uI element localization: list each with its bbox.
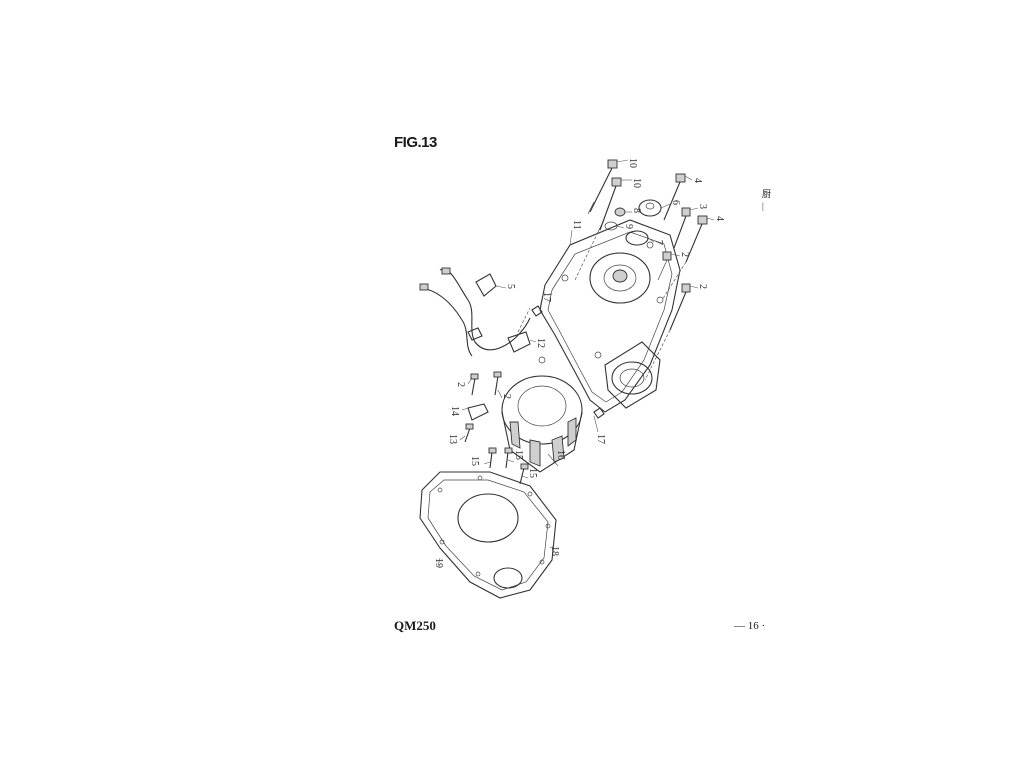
model-name: QM250 xyxy=(394,618,436,633)
figure-title: FIG.13 xyxy=(394,134,437,151)
callout-label: 16 xyxy=(555,450,566,460)
callout-label: 15 xyxy=(513,450,524,460)
callout-label: 2 xyxy=(455,382,466,387)
callout-label: 9 xyxy=(623,224,634,229)
page-number: — 16 · xyxy=(734,620,766,632)
callout-label: 17 xyxy=(595,434,606,444)
wiring-harness xyxy=(419,267,531,357)
callout-label: 2 xyxy=(501,394,512,399)
callout-label: 11 xyxy=(571,220,582,230)
callout-label: 4 xyxy=(692,178,703,183)
small-fasteners xyxy=(464,305,605,485)
long-bolts xyxy=(574,159,708,381)
leader-lines xyxy=(437,159,715,567)
callout-label: 8 xyxy=(631,208,642,213)
callout-label: 18 xyxy=(549,546,560,556)
callout-label: 2 xyxy=(679,252,690,257)
edge-mark: 厨 | xyxy=(762,189,772,211)
callout-label: 2 xyxy=(697,284,708,289)
callout-label: 5 xyxy=(505,284,516,289)
callout-label: 10 xyxy=(631,178,642,188)
callout-label: 19 xyxy=(433,558,444,568)
callout-label: 3 xyxy=(697,204,708,209)
callout-label: 15 xyxy=(527,468,538,478)
callout-numbers: 10 10 4 6 8 9 3 4 7 11 2 2 5 17 12 2 2 1… xyxy=(433,158,725,568)
callout-label: 14 xyxy=(449,406,460,416)
crankcase-cover xyxy=(539,219,681,413)
callout-label: 13 xyxy=(447,434,458,444)
stator xyxy=(501,356,583,473)
callout-label: 6 xyxy=(670,200,681,205)
gasket xyxy=(419,471,557,599)
plug-and-washers xyxy=(604,199,662,246)
exploded-parts-diagram: 10 10 4 6 8 9 3 4 7 11 2 2 5 17 12 2 2 1… xyxy=(419,158,725,599)
callout-label: 12 xyxy=(535,338,546,348)
callout-label: 17 xyxy=(541,292,552,302)
callout-label: 15 xyxy=(469,456,480,466)
callout-label: 7 xyxy=(653,240,664,245)
callout-label: 4 xyxy=(714,216,725,221)
callout-label: 10 xyxy=(627,158,638,168)
